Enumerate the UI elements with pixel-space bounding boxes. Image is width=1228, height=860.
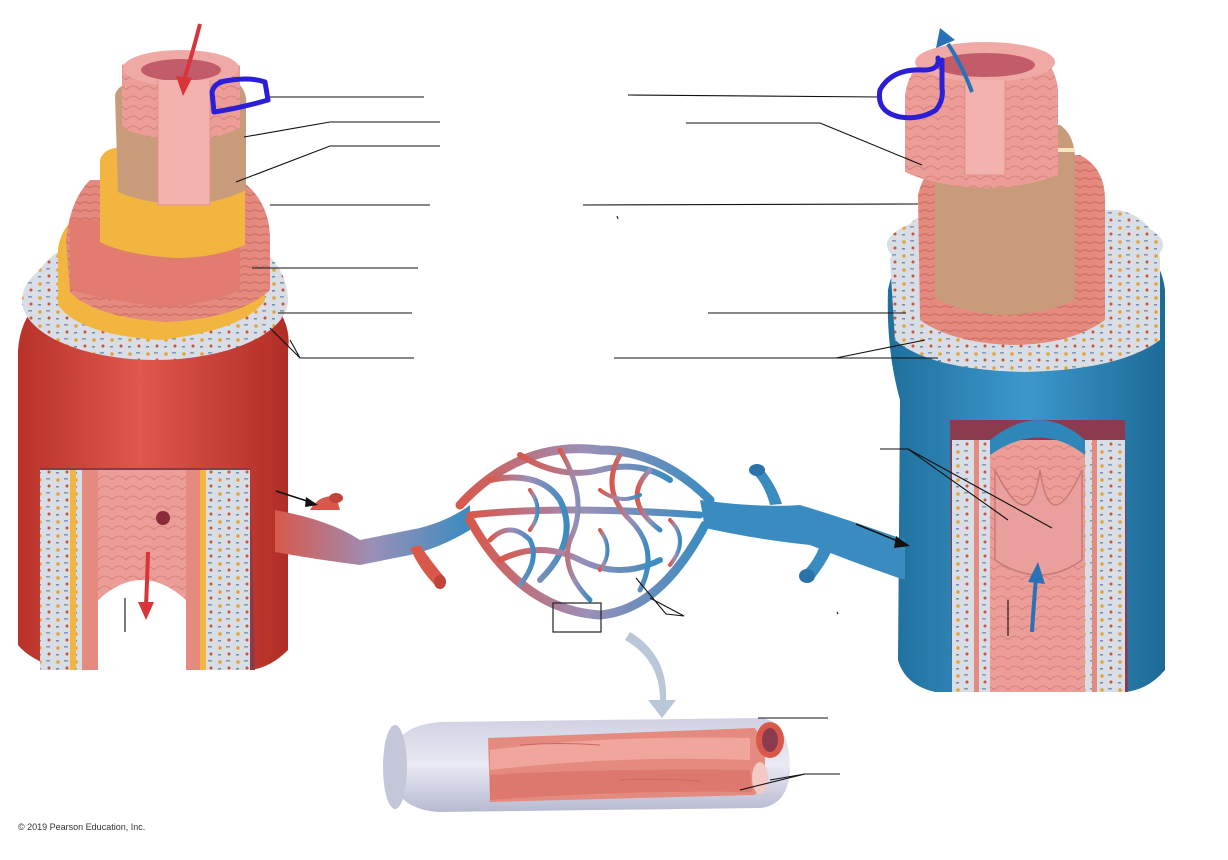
capillary-closeup bbox=[383, 718, 790, 812]
label-leader-lines bbox=[124, 94, 1053, 791]
leader-line bbox=[235, 145, 440, 183]
pointer-arrow-icon bbox=[855, 523, 901, 543]
pointer-arrow-icon bbox=[275, 490, 311, 503]
blood-flow-arrows bbox=[138, 23, 1045, 633]
artery bbox=[18, 50, 289, 670]
vein bbox=[887, 42, 1165, 692]
arteriole bbox=[275, 505, 470, 565]
venule bbox=[700, 500, 905, 580]
blood-flow-arrow-icon bbox=[182, 23, 202, 81]
leader-line bbox=[686, 122, 923, 166]
leader-line bbox=[627, 94, 881, 98]
blood-flow-arrow-icon bbox=[946, 42, 974, 93]
capillary-bed bbox=[275, 444, 905, 718]
hand-drawn-annotations bbox=[209, 55, 945, 121]
callout-arrow-icon bbox=[625, 632, 676, 718]
annotation-mark-vein bbox=[876, 55, 945, 121]
leader-line bbox=[635, 577, 685, 617]
copyright-notice: © 2019 Pearson Education, Inc. bbox=[18, 822, 146, 832]
leader-line bbox=[243, 121, 440, 138]
vein-wall-left-section bbox=[952, 440, 990, 692]
blood-flow-arrow-icon bbox=[144, 551, 150, 606]
capillary-network bbox=[455, 444, 715, 620]
leader-line bbox=[582, 203, 919, 206]
annotation-mark-artery bbox=[209, 76, 271, 115]
vein-wall-right-section bbox=[1085, 440, 1125, 692]
capillary-zoom-box bbox=[552, 602, 602, 633]
leader-line bbox=[614, 339, 926, 359]
